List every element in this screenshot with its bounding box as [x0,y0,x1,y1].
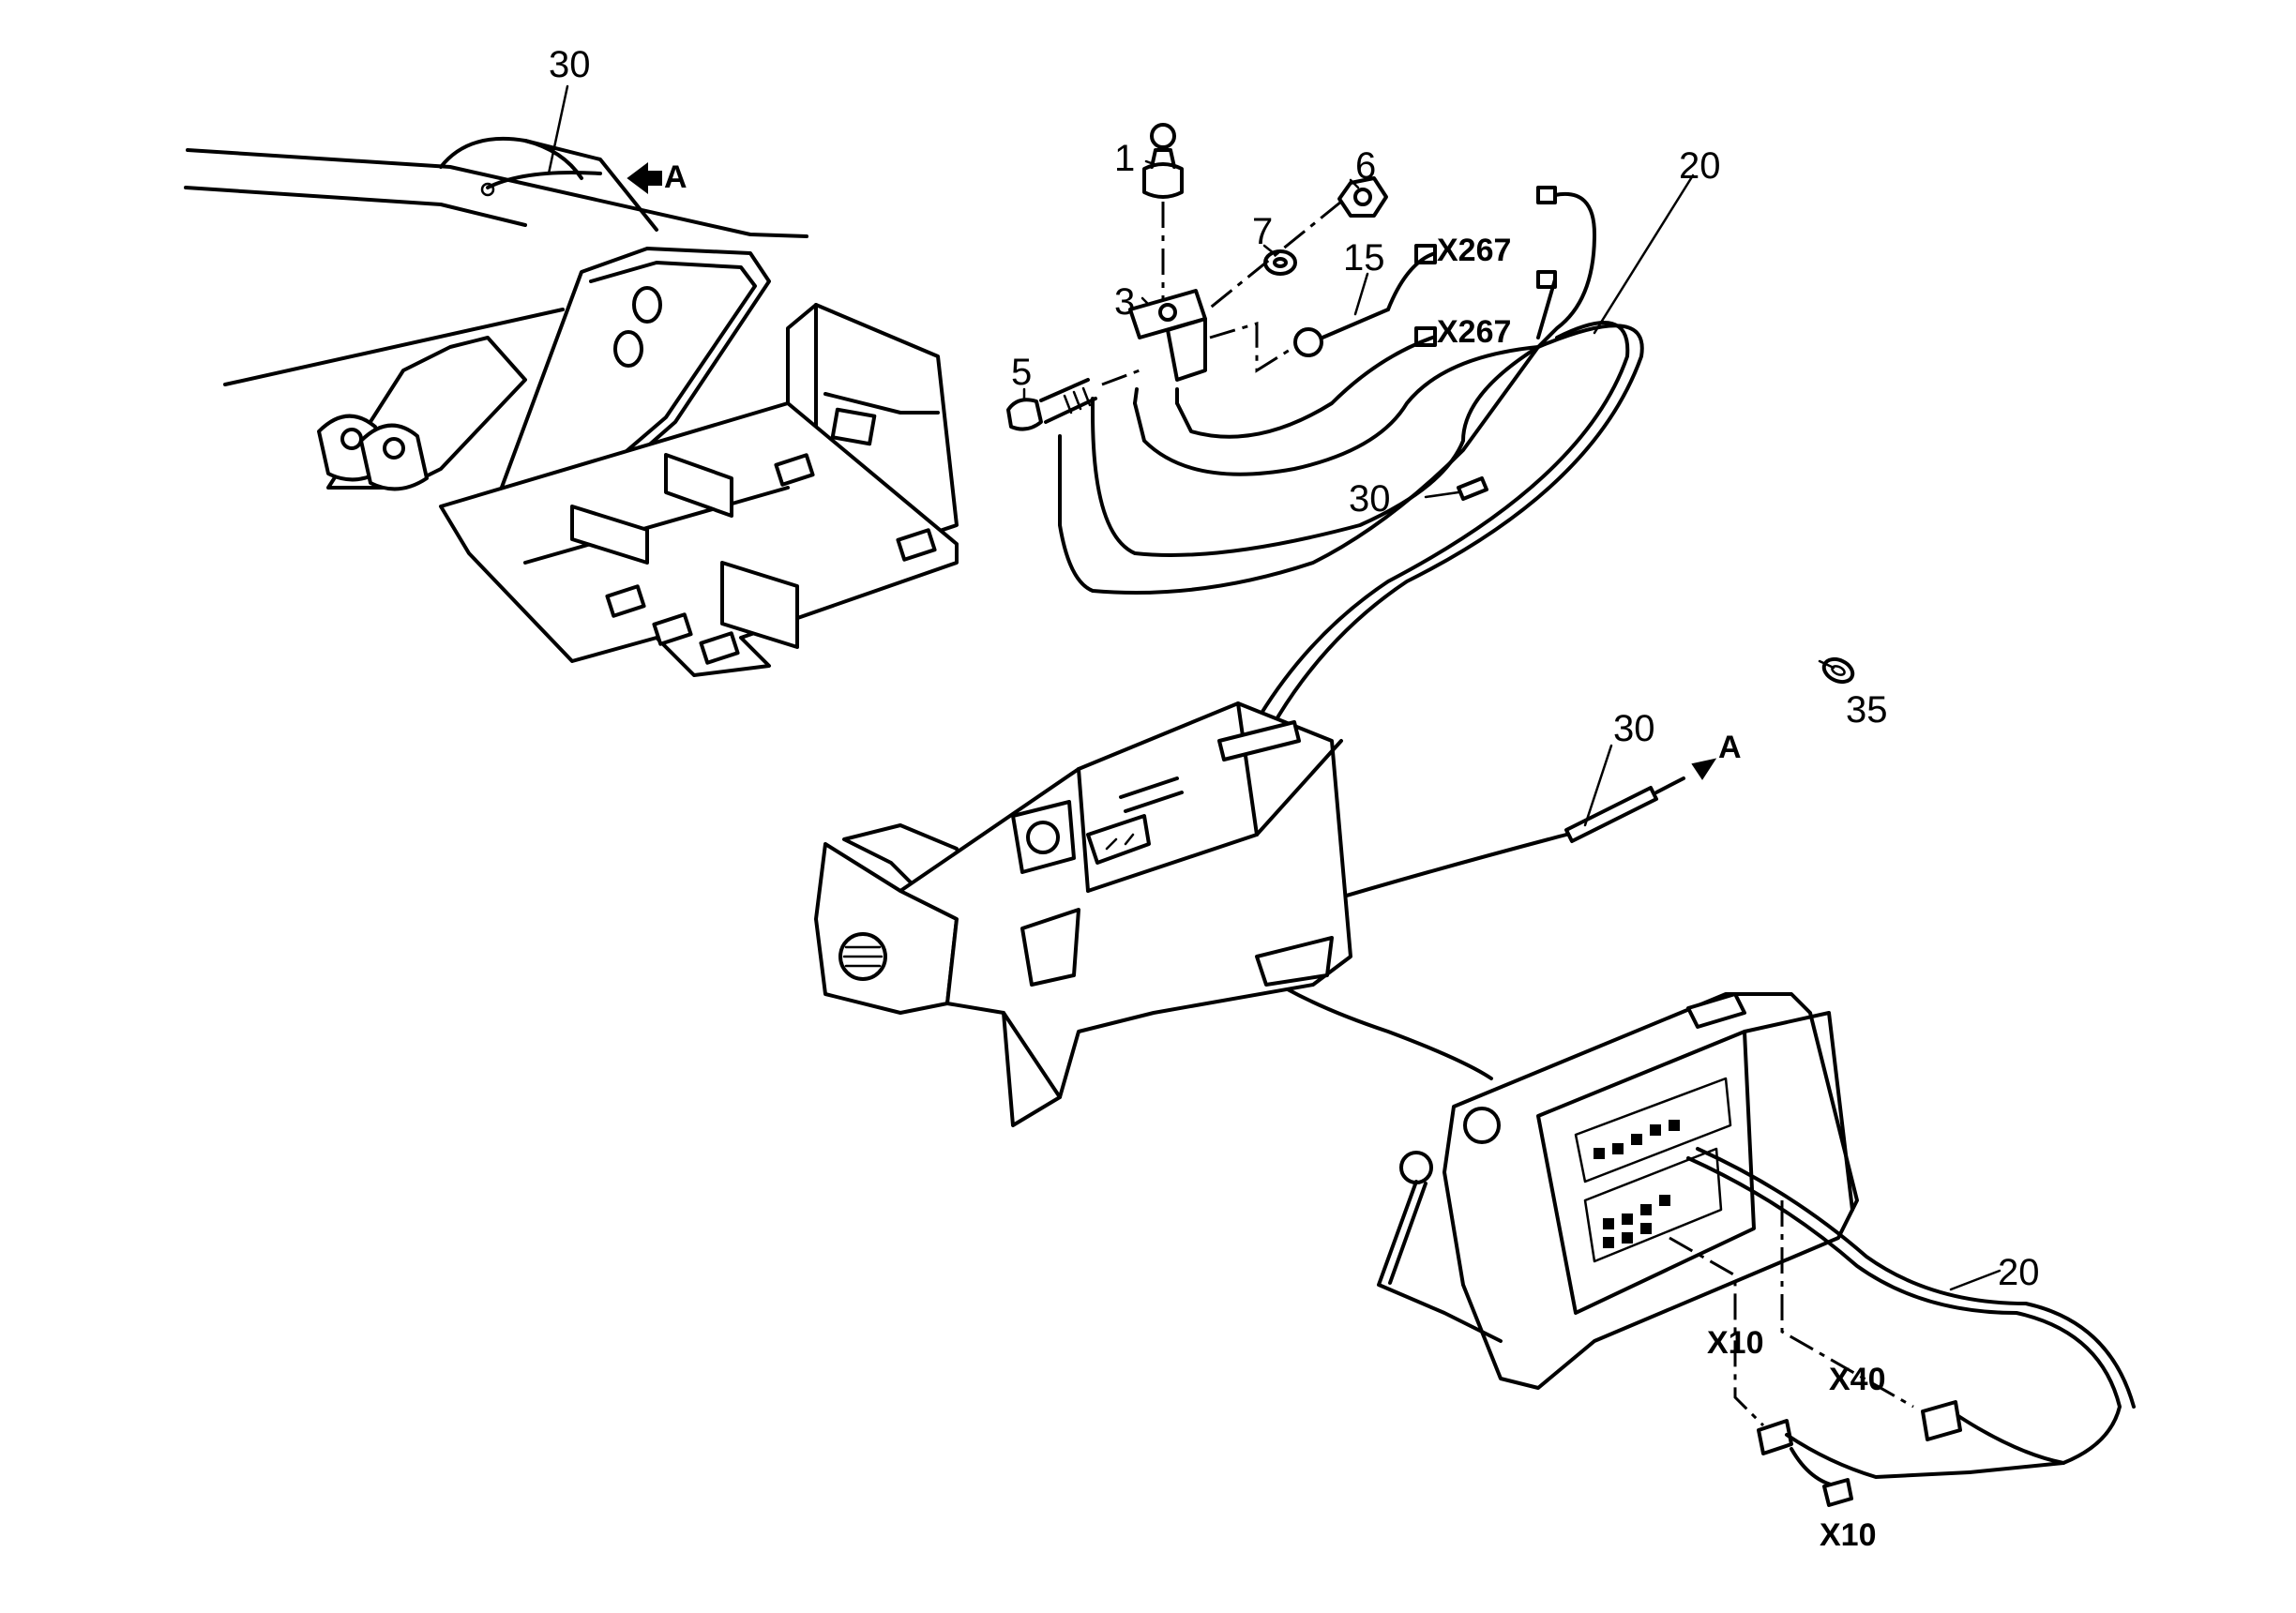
chassis-frame-detail [184,136,959,677]
callout-a-right: A [1718,730,1742,765]
callout-6: 6 [1355,145,1376,187]
connector-x267-upper: X267 [1437,233,1511,268]
callout-1: 1 [1114,138,1135,179]
connector-x10-lower: X10 [1820,1517,1877,1553]
callout-35: 35 [1846,689,1888,731]
connector-x267-lower: X267 [1437,314,1511,350]
callout-20-top: 20 [1679,145,1721,187]
callout-15: 15 [1343,237,1385,279]
callout-3: 3 [1114,281,1135,323]
callout-20-bottom: 20 [1998,1252,2040,1293]
callout-a-top: A [664,159,687,195]
hose-clamp-35 [1821,656,1855,685]
connector-x10-upper: X10 [1707,1325,1764,1361]
leader-lines [547,84,2001,1291]
callout-7: 7 [1252,211,1273,252]
console-housing [814,701,1352,1127]
connector-x40: X40 [1829,1362,1886,1397]
callout-5: 5 [1011,352,1032,393]
callout-labels: 30 A 1 6 7 3 15 5 X267 X267 20 30 35 30 … [549,44,2040,1553]
callout-30-top: 30 [549,44,591,85]
callout-30-mid: 30 [1349,478,1391,520]
callout-30-right: 30 [1613,708,1655,749]
control-panel-assembly [1377,992,2136,1507]
switch-assembly [1006,123,1557,431]
